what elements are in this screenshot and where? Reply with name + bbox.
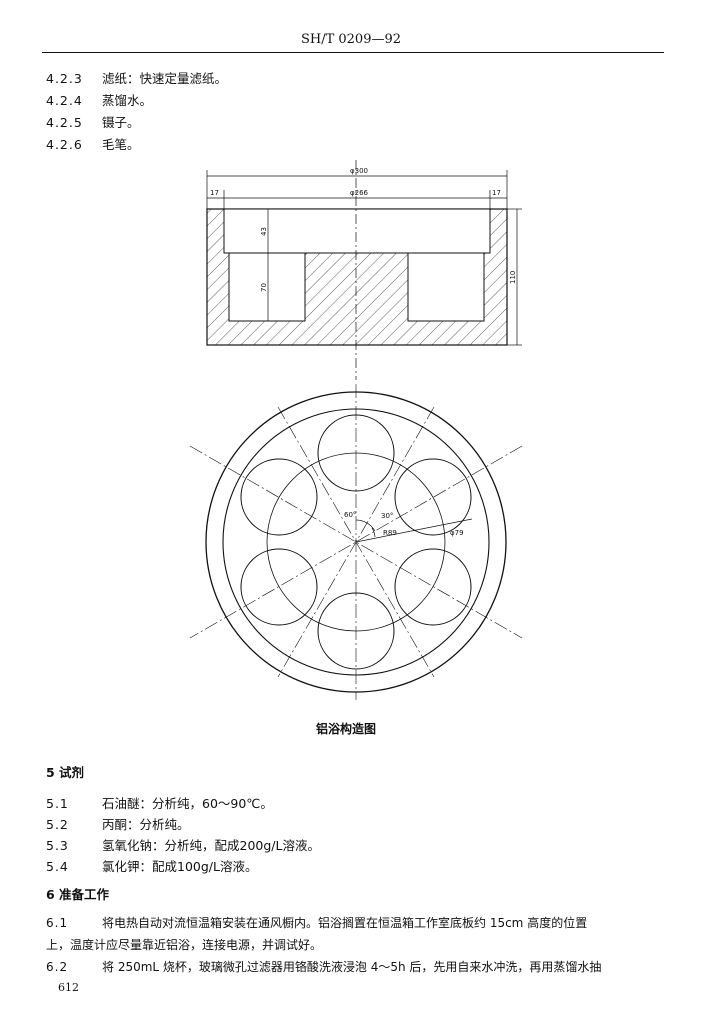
dim-side-right: 17 <box>492 189 501 197</box>
plan-view <box>189 384 523 700</box>
dim-43: 43 <box>260 227 268 236</box>
dim-70: 70 <box>260 283 268 292</box>
radius-r89: R89 <box>383 529 397 537</box>
section-5-title: 5 试剂 <box>46 765 85 780</box>
section-view <box>206 208 508 346</box>
dim-side-left: 17 <box>210 189 219 197</box>
angle-30: 30° <box>381 512 393 520</box>
para-6-1-line2: 上，温度计应尽量靠近铝浴，连接电源，并调试好。 <box>46 938 323 952</box>
page-number: 612 <box>58 981 79 994</box>
dim-d300: φ300 <box>350 167 368 175</box>
dim-d79: φ79 <box>450 529 464 537</box>
figure-caption: 铝浴构造图 <box>316 722 377 736</box>
section-6-title: 6 准备工作 <box>46 887 110 902</box>
page-header: SH/T 0209—92 <box>300 32 402 47</box>
angle-60: 60° <box>344 511 356 519</box>
dimension-lines <box>206 160 522 380</box>
dim-d266: φ266 <box>350 189 369 197</box>
dim-110: 110 <box>509 271 517 284</box>
header-rule <box>42 52 664 53</box>
